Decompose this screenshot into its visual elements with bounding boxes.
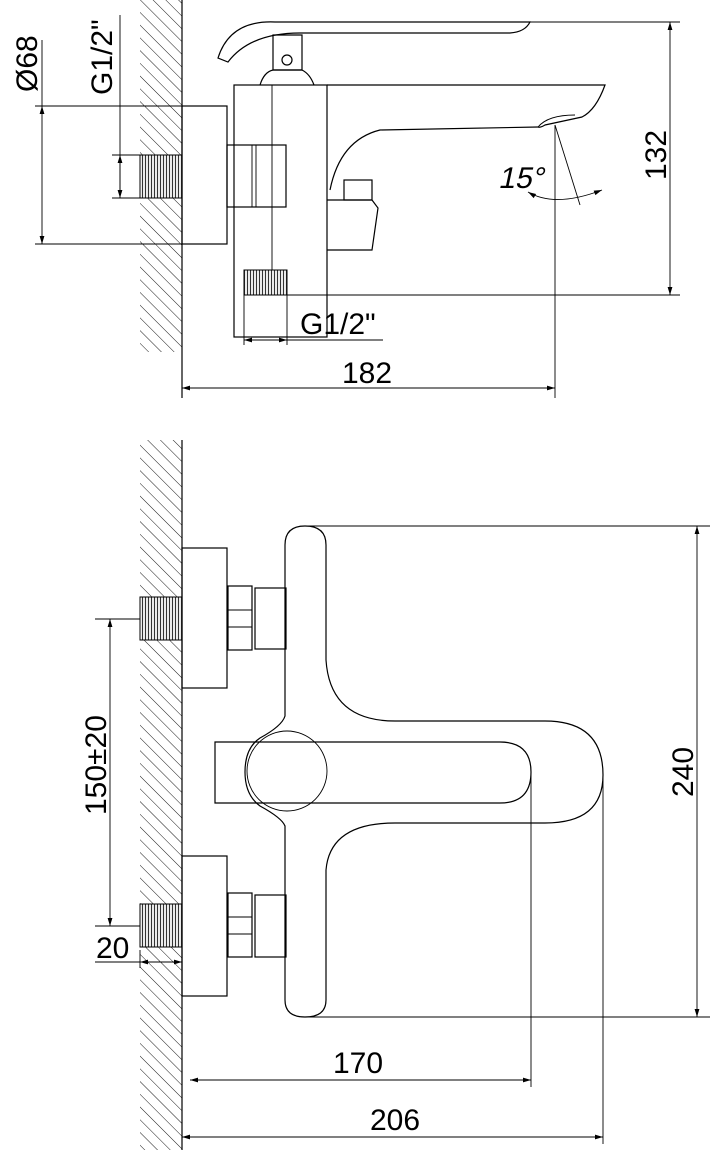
lower-inlet xyxy=(139,855,287,997)
upper-inlet xyxy=(139,547,287,689)
wall-flange xyxy=(181,105,228,245)
lever-handle xyxy=(217,21,531,86)
lever-handle xyxy=(214,741,532,804)
side-view: Ø68 G1/2" G1/2" 132 182 15° xyxy=(11,0,680,398)
front-view: 150±20 20 240 170 206 xyxy=(80,440,710,1150)
spout xyxy=(327,84,606,191)
diameter-label: Ø68 xyxy=(11,35,44,92)
mixer-body xyxy=(244,525,604,1018)
wall-hatching xyxy=(140,440,182,1150)
outlet-thread-label: G1/2" xyxy=(300,308,376,341)
height-label: 132 xyxy=(640,130,673,180)
inlet-thread xyxy=(139,154,183,199)
outlet-thread xyxy=(243,269,288,296)
inlet-spacing-label: 150±20 xyxy=(80,715,113,815)
handle-reach-label: 170 xyxy=(333,1047,383,1080)
diverter-knob xyxy=(327,179,379,251)
thread-depth-label: 20 xyxy=(96,932,129,965)
inlet-thread-label: G1/2" xyxy=(86,19,119,95)
mixer-body xyxy=(226,84,328,338)
angle-label: 15° xyxy=(497,162,549,195)
height-label: 240 xyxy=(667,747,700,797)
spout-reach-label: 206 xyxy=(370,1104,420,1137)
depth-label: 182 xyxy=(342,357,392,390)
